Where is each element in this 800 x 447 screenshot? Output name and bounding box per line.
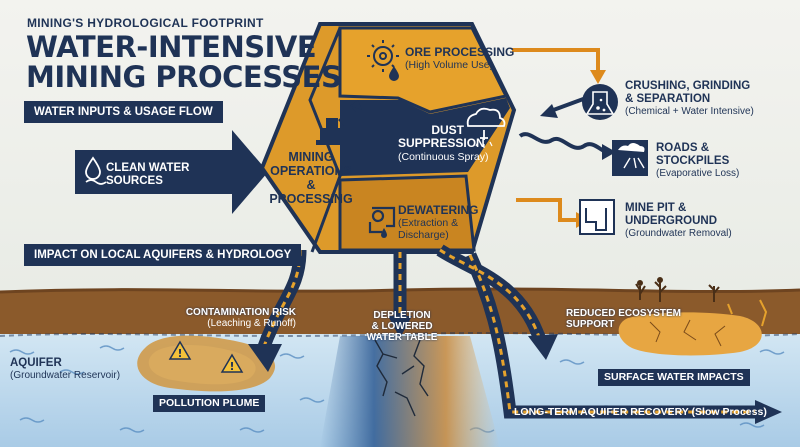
center-line-2: OPERATIONS [270, 164, 352, 178]
pit-shaft-icon [579, 199, 615, 235]
ore-processing-box: ORE PROCESSING (High Volume Use) [405, 45, 515, 72]
page-title: WATER-INTENSIVE MINING PROCESSES [26, 30, 342, 94]
clean-water-line-1: CLEAN WATER [106, 162, 190, 174]
clean-water-line-2: SOURCES [106, 175, 163, 187]
contamination-label: CONTAMINATION RISK (Leaching & Runoff) [146, 307, 296, 329]
aquifer-sub: (Groundwater Reservoir) [10, 370, 121, 381]
tag-impact: IMPACT ON LOCAL AQUIFERS & HYDROLOGY [24, 244, 302, 266]
dust-suppression-sub: (Continuous Spray) [398, 151, 489, 163]
crushing-line-2: & SEPARATION [625, 93, 711, 105]
roads-sub: (Evaporative Loss) [656, 168, 740, 179]
roads-line-2: STOCKPILES [656, 155, 730, 167]
header-kicker: MINING'S HYDROLOGICAL FOOTPRINT [27, 16, 264, 30]
center-label: MINING OPERATIONS & PROCESSING [268, 150, 354, 206]
mining-excavator-icon [316, 100, 362, 145]
warning-icon: ! [168, 340, 192, 360]
depletion-line-2: & LOWERED [371, 321, 433, 332]
water-drop-icon [85, 156, 107, 185]
dust-suppression-box: DUST SUPPRESSION [398, 123, 485, 150]
ore-processing-sub: (High Volume Use) [405, 59, 494, 71]
ore-processing-title: ORE PROCESSING [405, 45, 515, 59]
roads-box: ROADS & STOCKPILES (Evaporative Loss) [656, 142, 739, 180]
surface-water-label: SURFACE WATER IMPACTS [598, 369, 750, 386]
aquifer-recovery-label: LONG-TERM AQUIFER RECOVERY (Slow Process… [514, 406, 767, 418]
roads-line-1: ROADS & [656, 142, 710, 154]
contamination-sub: (Leaching & Runoff) [207, 318, 296, 329]
center-line-3: & PROCESSING [269, 178, 353, 206]
aquifer-title: AQUIFER [10, 357, 62, 369]
clean-water-arrow [75, 130, 268, 214]
dead-plants-icon [635, 277, 720, 302]
warning-icon: ! [220, 353, 244, 373]
dewatering-sub-2: Discharge) [398, 229, 449, 241]
depletion-line-1: DEPLETION [373, 310, 431, 321]
mine-pit-line-1: MINE PIT & [625, 202, 687, 214]
crushing-box: CRUSHING, GRINDING & SEPARATION (Chemica… [625, 80, 754, 118]
cloud-spray-icon [466, 107, 506, 148]
dewatering-sub-1: (Extraction & [398, 217, 459, 229]
svg-text:!: ! [229, 360, 234, 373]
mine-pit-line-2: UNDERGROUND [625, 215, 717, 227]
crushing-line-1: CRUSHING, GRINDING [625, 80, 751, 92]
reduced-line-1: REDUCED ECOSYSTEM [566, 308, 682, 319]
reduced-line-2: SUPPORT [566, 319, 615, 330]
mine-pit-box: MINE PIT & UNDERGROUND (Groundwater Remo… [625, 202, 732, 240]
gear-drop-icon [367, 40, 400, 81]
mine-pit-sub: (Groundwater Removal) [625, 228, 732, 239]
pump-pipe-icon [368, 206, 396, 238]
rain-road-icon [612, 140, 648, 176]
pollution-plume-label: POLLUTION PLUME [153, 395, 266, 412]
dust-title-2: SUPPRESSION [398, 136, 485, 150]
depletion-line-3: WATER TABLE [366, 332, 438, 343]
clean-water-label: CLEAN WATER SOURCES [106, 162, 189, 188]
aquifer-label: AQUIFER (Groundwater Reservoir) [10, 357, 120, 382]
reduced-ecosystem-label: REDUCED ECOSYSTEM SUPPORT [566, 308, 681, 330]
dewatering-title: DEWATERING [398, 203, 479, 217]
dust-title-1: DUST [431, 123, 464, 137]
crushing-sub: (Chemical + Water Intensive) [625, 106, 754, 117]
flask-bubbles-icon [582, 84, 618, 120]
center-line-1: MINING [288, 150, 334, 164]
depletion-label: DEPLETION & LOWERED WATER TABLE [357, 310, 447, 343]
cracked-ground-icon [374, 339, 429, 417]
tag-water-inputs: WATER INPUTS & USAGE FLOW [24, 101, 223, 123]
title-line-2: MINING PROCESSES [26, 60, 342, 94]
contamination-title: CONTAMINATION RISK [185, 307, 296, 318]
dewatering-box: DEWATERING (Extraction & Discharge) [398, 203, 479, 242]
svg-text:!: ! [177, 347, 182, 360]
title-line-1: WATER-INTENSIVE [26, 30, 317, 64]
